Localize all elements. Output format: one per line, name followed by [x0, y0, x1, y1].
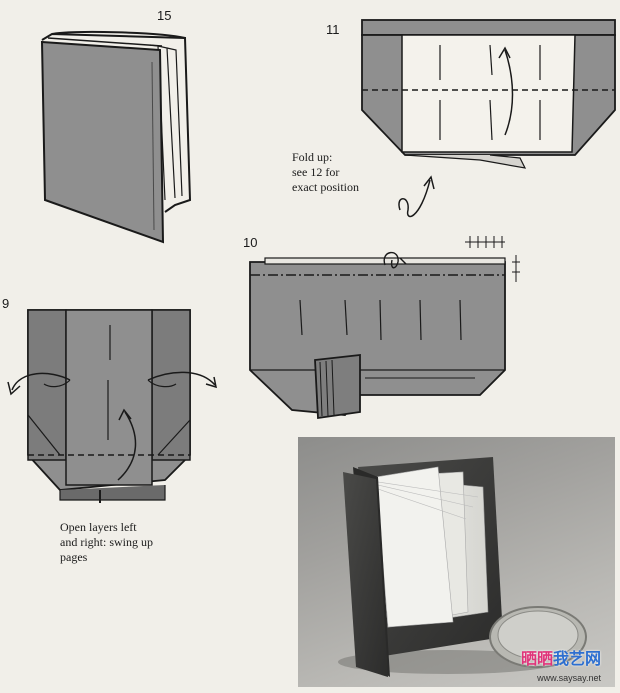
step-10-illustration — [250, 236, 520, 418]
watermark-url: www.saysay.net — [537, 673, 601, 683]
step-9-illustration — [8, 310, 216, 503]
finished-book-photo: 晒晒我艺网 www.saysay.net — [298, 437, 615, 687]
step-11-illustration — [362, 20, 615, 216]
watermark-brand-rest: 我艺网 — [553, 651, 601, 668]
watermark-brand-main: 晒晒 — [521, 651, 553, 668]
watermark-brand: 晒晒我艺网 — [521, 645, 601, 669]
step-15-book-illustration — [42, 32, 190, 242]
